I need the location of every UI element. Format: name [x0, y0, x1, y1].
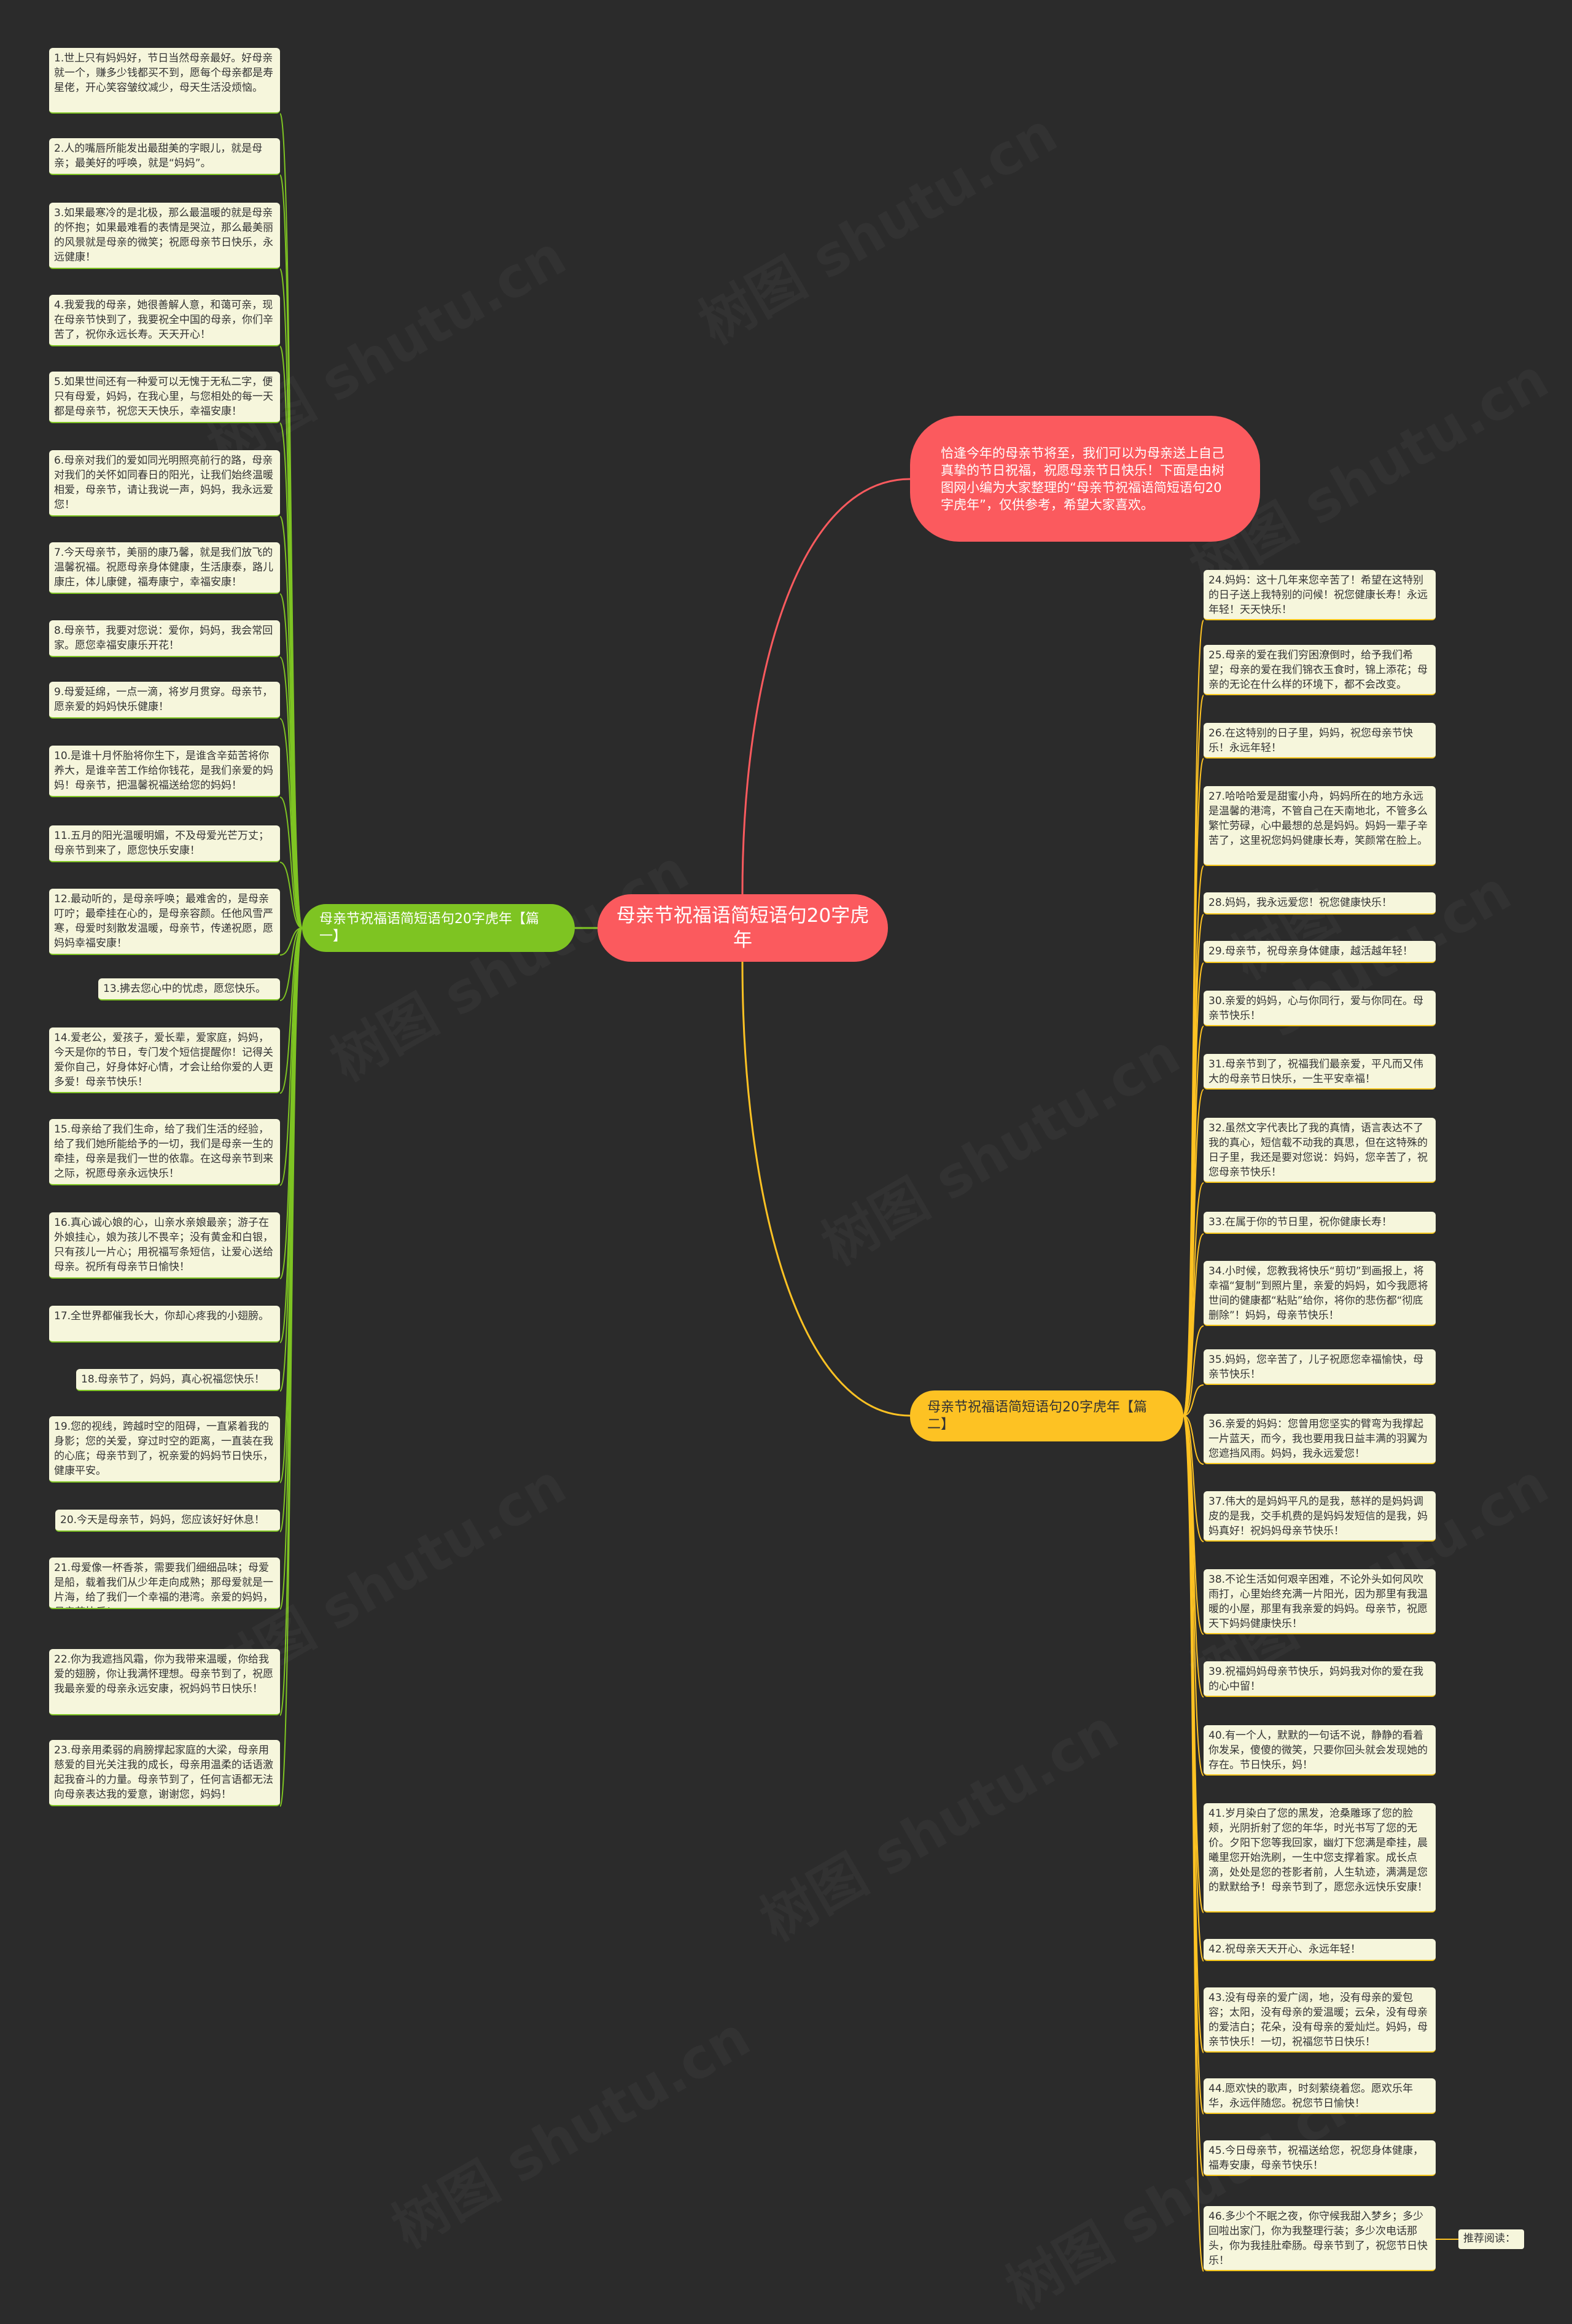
- leaf-item-left-7[interactable]: 7.今天母亲节，美丽的康乃馨，就是我们放飞的温馨祝福。祝愿母亲身体健康，生活康泰…: [49, 542, 280, 594]
- leaf-item-right-20[interactable]: 43.没有母亲的爱广阔，地，没有母亲的爱包容；太阳，没有母亲的爱温暖；云朵，没有…: [1204, 1987, 1436, 2053]
- leaf-item-left-19[interactable]: 19.您的视线，跨越时空的阻碍，一直紧着我的身影；您的关爱，穿过时空的距离，一直…: [49, 1416, 280, 1483]
- leaf-item-right-4[interactable]: 27.哈哈哈爱是甜蜜小舟，妈妈所在的地方永远是温馨的港湾，不管自己在天南地北，不…: [1204, 786, 1436, 866]
- link-root-branch-right: [741, 961, 911, 1417]
- leaf-item-right-22[interactable]: 45.今日母亲节，祝福送给您，祝您身体健康，福寿安康，母亲节快乐！: [1204, 2140, 1436, 2176]
- leaf-item-right-23[interactable]: 46.多少个不眠之夜，你守候我甜入梦乡；多少回啦出家门，你为我整理行装；多少次电…: [1204, 2206, 1436, 2271]
- link-right-leaf: [1183, 1415, 1204, 1776]
- leaf-item-left-18[interactable]: 18.母亲节了，妈妈，真心祝福您快乐！: [76, 1369, 280, 1391]
- link-left-leaf: [279, 927, 303, 1807]
- leaf-item-right-18[interactable]: 41.岁月染白了您的黑发，沧桑雕琢了您的脸颊，光阴折射了您的年华，时光书写了您的…: [1204, 1803, 1436, 1913]
- leaf-item-right-6[interactable]: 29.母亲节，祝母亲身体健康，越活越年轻！: [1204, 941, 1436, 963]
- link-right-leaf: [1183, 1415, 1204, 1465]
- leaf-item-right-7[interactable]: 30.亲爱的妈妈，心与你同行，爱与你同在。母亲节快乐！: [1204, 991, 1436, 1026]
- link-right-leaf: [1183, 1384, 1204, 1416]
- leaf-item-left-15[interactable]: 15.母亲给了我们生命，给了我们生活的经验，给了我们她所能给予的一切，我们是母亲…: [49, 1119, 280, 1185]
- leaf-item-left-11[interactable]: 11.五月的阳光温暖明媚，不及母爱光芒万丈；母亲节到来了，愿您快乐安康！: [49, 825, 280, 862]
- link-left-leaf: [279, 927, 303, 1186]
- leaf-item-right-8[interactable]: 31.母亲节到了，祝福我们最亲爱，平凡而又伟大的母亲节日快乐，一生平安幸福！: [1204, 1054, 1436, 1090]
- leaf-item-right-1[interactable]: 24.妈妈：这十几年来您辛苦了！希望在这特别的日子送上我特别的问候！祝您健康长寿…: [1204, 570, 1436, 620]
- intro-topic[interactable]: 恰逢今年的母亲节将至，我们可以为母亲送上自己真挚的节日祝福，祝愿母亲节日快乐！下…: [910, 416, 1260, 542]
- link-right-leaf: [1183, 1233, 1204, 1416]
- leaf-item-left-12[interactable]: 12.最动听的，是母亲呼唤；最难舍的，是母亲叮咛；最牵挂在心的，是母亲容颜。任他…: [49, 889, 280, 955]
- branch-right-topic[interactable]: 母亲节祝福语简短语句20字虎年【篇二】: [910, 1390, 1183, 1441]
- leaf-item-left-21[interactable]: 21.母爱像一杯香茶，需要我们细细品味；母爱是船，载着我们从少年走向成熟；那母爱…: [49, 1558, 280, 1609]
- link-left-leaf: [279, 927, 303, 1094]
- link-left-leaf: [279, 927, 303, 1001]
- leaf-item-right-11[interactable]: 34.小时候，您教我将快乐“剪切”到画报上，将幸福“复制”到照片里，亲爱的妈妈，…: [1204, 1261, 1436, 1326]
- leaf-item-left-9[interactable]: 9.母爱延绵，一点一滴，将岁月贯穿。母亲节，愿亲爱的妈妈快乐健康！: [49, 682, 280, 719]
- leaf-item-right-17[interactable]: 40.有一个人，默默的一句话不说，静静的看着你发呆，傻傻的微笑，只要你回头就会发…: [1204, 1725, 1436, 1776]
- leaf-item-right-13[interactable]: 36.亲爱的妈妈：您曾用您坚实的臂弯为我撑起一片蓝天，而今，我也要用我日益丰满的…: [1204, 1414, 1436, 1464]
- leaf-item-right-5[interactable]: 28.妈妈，我永远爱您！祝您健康快乐！: [1204, 892, 1436, 914]
- leaf-item-left-13[interactable]: 13.拂去您心中的忧虑，愿您快乐。: [98, 978, 280, 1000]
- leaf-item-right-12[interactable]: 35.妈妈，您辛苦了，儿子祝愿您幸福愉快，母亲节快乐！: [1204, 1349, 1436, 1385]
- leaf-item-left-2[interactable]: 2.人的嘴唇所能发出最甜美的字眼儿，就是母亲；最美好的呼唤，就是“妈妈”。: [49, 138, 280, 175]
- leaf-item-right-9[interactable]: 32.虽然文字代表比了我的真情，语言表达不了我的真心，短信载不动我的真思，但在这…: [1204, 1118, 1436, 1183]
- recommend-reading-label[interactable]: 推荐阅读：: [1458, 2229, 1524, 2249]
- leaf-item-right-14[interactable]: 37.伟大的是妈妈平凡的是我，慈祥的是妈妈调皮的是我，交手机费的是妈妈发短信的是…: [1204, 1491, 1436, 1542]
- leaf-item-left-4[interactable]: 4.我爱我的母亲，她很善解人意，和蔼可亲，现在母亲节快到了，我要祝全中国的母亲，…: [49, 295, 280, 346]
- link-right-leaf: [1183, 1415, 1204, 1542]
- leaf-item-left-23[interactable]: 23.母亲用柔弱的肩膀撑起家庭的大梁，母亲用慈爱的目光关注我的成长，母亲用温柔的…: [49, 1740, 280, 1806]
- leaf-item-left-10[interactable]: 10.是谁十月怀胎将你生下，是谁含辛茹苦将你养大，是谁辛苦工作给你钱花，是我们亲…: [49, 746, 280, 797]
- link-left-leaf: [279, 927, 303, 956]
- link-left-leaf: [279, 346, 303, 929]
- link-root-intro: [741, 478, 911, 895]
- leaf-item-right-10[interactable]: 33.在属于你的节日里，祝你健康长寿！: [1204, 1212, 1436, 1234]
- leaf-item-left-17[interactable]: 17.全世界都催我长大，你却心疼我的小翅膀。: [49, 1306, 280, 1343]
- leaf-item-left-8[interactable]: 8.母亲节，我要对您说：爱你，妈妈，我会常回家。愿您幸福安康乐开花！: [49, 620, 280, 657]
- link-left-leaf: [279, 718, 303, 929]
- leaf-item-left-1[interactable]: 1.世上只有妈妈好，节日当然母亲最好。好母亲就一个，赚多少钱都买不到，愿每个母亲…: [49, 48, 280, 114]
- link-left-leaf: [279, 797, 303, 929]
- branch-left-topic[interactable]: 母亲节祝福语简短语句20字虎年【篇一】: [302, 904, 575, 952]
- leaf-item-left-20[interactable]: 20.今天是母亲节，妈妈，您应该好好休息！: [55, 1510, 280, 1532]
- leaf-item-right-3[interactable]: 26.在这特别的日子里，妈妈，祝您母亲节快乐！永远年轻！: [1204, 723, 1436, 758]
- leaf-item-right-16[interactable]: 39.祝福妈妈母亲节快乐，妈妈我对你的爱在我的心中留！: [1204, 1661, 1436, 1697]
- leaf-item-left-5[interactable]: 5.如果世间还有一种爱可以无愧于无私二字，便只有母爱，妈妈，在我心里，与您相处的…: [49, 372, 280, 423]
- leaf-item-left-14[interactable]: 14.爱老公，爱孩子，爱长辈，爱家庭，妈妈，今天是你的节日，专门发个短信提醒你！…: [49, 1027, 280, 1093]
- leaf-item-left-22[interactable]: 22.你为我遮挡风霜，你为我带来温暖，你给我爱的翅膀，你让我满怀理想。母亲节到了…: [49, 1649, 280, 1715]
- link-right-leaf: [1183, 1325, 1204, 1416]
- link-right-leaf: [1183, 1415, 1204, 2272]
- leaf-item-left-3[interactable]: 3.如果最寒冷的是北极，那么最温暖的就是母亲的怀抱；如果最难看的表情是哭泣，那么…: [49, 203, 280, 269]
- leaf-item-right-21[interactable]: 44.愿欢快的歌声，时刻萦绕着您。愿欢乐年华，永远伴随您。祝您节日愉快！: [1204, 2078, 1436, 2114]
- leaf-item-right-19[interactable]: 42.祝母亲天天开心、永远年轻！: [1204, 1939, 1436, 1961]
- leaf-item-left-6[interactable]: 6.母亲对我们的爱如同光明照亮前行的路，母亲对我们的关怀如同春日的阳光，让我们始…: [49, 450, 280, 517]
- link-left-leaf: [279, 862, 303, 929]
- leaf-item-left-16[interactable]: 16.真心诚心娘的心，山亲水亲娘最亲；游子在外娘挂心，娘为孩儿不畏辛；没有黄金和…: [49, 1212, 280, 1279]
- leaf-item-right-2[interactable]: 25.母亲的爱在我们穷困潦倒时，给予我们希望；母亲的爱在我们锦衣玉食时，锦上添花…: [1204, 645, 1436, 695]
- leaf-item-right-15[interactable]: 38.不论生活如何艰辛困难，不论外头如何风吹雨打，心里始终充满一片阳光，因为那里…: [1204, 1569, 1436, 1634]
- link-right-leaf: [1183, 1089, 1204, 1416]
- root-topic[interactable]: 母亲节祝福语简短语句20字虎年: [597, 894, 888, 962]
